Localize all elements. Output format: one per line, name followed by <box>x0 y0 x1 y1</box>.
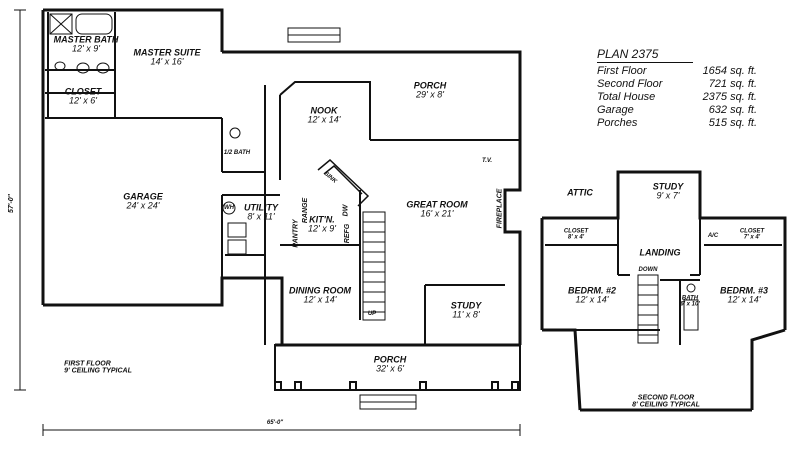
front-porch <box>274 344 521 391</box>
dishwasher-label: DW <box>342 204 350 217</box>
first-floor-interior-walls <box>45 12 520 345</box>
bath-fixtures <box>49 13 247 255</box>
stairs-up-label: UP <box>367 310 377 317</box>
room-kitchen: KIT'N.12' x 9' <box>308 214 336 234</box>
room-landing: LANDING <box>639 247 681 258</box>
tv-label: T.V. <box>481 157 493 164</box>
dimension-lines <box>14 9 521 436</box>
second-floor-interior-walls <box>545 215 782 345</box>
first-floor-stairs <box>362 211 386 321</box>
overall-width-dimension: 65'-0" <box>266 419 284 426</box>
room-half-bath: 1/2 BATH <box>223 149 251 156</box>
stairs-down-label: DOWN <box>638 266 658 273</box>
pantry-label: PANTRY <box>292 219 300 248</box>
kitchen-island <box>317 158 370 207</box>
ac-label: A/C <box>707 232 719 239</box>
room-attic: ATTIC <box>567 187 593 198</box>
second-floor-stairs <box>637 274 699 344</box>
plan-title: PLAN 2375 <box>597 48 693 63</box>
water-heater-label: WH <box>224 204 234 211</box>
porch-steps <box>287 27 417 410</box>
range-label: RANGE <box>302 197 310 224</box>
refrigerator-label: REFG <box>344 223 352 244</box>
overall-depth-dimension: 57'-0" <box>8 194 15 213</box>
fireplace-label: FIREPLACE <box>496 188 504 229</box>
